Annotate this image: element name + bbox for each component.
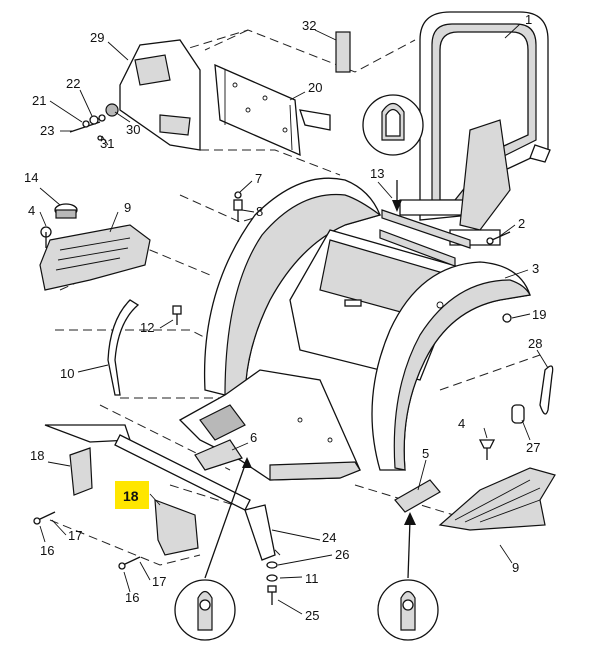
- callout-17-right: 17: [152, 574, 166, 589]
- seat-bracket: [379, 180, 471, 267]
- fastener-4-right: [478, 439, 496, 460]
- callout-18-left: 18: [30, 448, 44, 463]
- callout-3: 3: [532, 261, 539, 276]
- highlight-box: [115, 481, 149, 509]
- pin-28-27: [511, 365, 554, 424]
- callout-11: 11: [305, 571, 319, 586]
- callout-7: 7: [255, 171, 262, 186]
- callout-16-left: 16: [40, 543, 54, 558]
- callout-31: 31: [100, 136, 114, 151]
- floor-mat-right: [438, 467, 556, 531]
- callout-32: 32: [302, 18, 316, 33]
- callout-20: 20: [308, 80, 322, 95]
- callout-23: 23: [40, 123, 54, 138]
- lower-brackets: [33, 424, 251, 570]
- callout-13: 13: [370, 166, 384, 181]
- callout-25: 25: [305, 608, 319, 623]
- callout-29: 29: [90, 30, 104, 45]
- callout-4-right: 4: [458, 416, 465, 431]
- leader-lines: [39, 23, 549, 615]
- mounting-plate: [214, 63, 331, 157]
- callout-12: 12: [140, 320, 154, 335]
- highlighted-callout: 18: [115, 481, 149, 509]
- callout-24: 24: [322, 530, 336, 545]
- callout-6: 6: [250, 430, 257, 445]
- callout-4-left: 4: [28, 203, 35, 218]
- bolt-7-8: [233, 191, 243, 222]
- fender-trim: [107, 299, 140, 396]
- detail-circle-left: [174, 457, 252, 641]
- callout-5: 5: [422, 446, 429, 461]
- nut-19: [502, 313, 512, 323]
- callout-27: 27: [526, 440, 540, 455]
- callout-26: 26: [335, 547, 349, 562]
- callout-19: 19: [532, 307, 546, 322]
- label-strip: [335, 31, 351, 73]
- callout-1: 1: [525, 12, 532, 27]
- hardware-cluster: [69, 103, 119, 141]
- callout-9-left: 9: [124, 200, 131, 215]
- callout-28: 28: [528, 336, 542, 351]
- callout-16-right: 16: [125, 590, 139, 605]
- callout-2: 2: [518, 216, 525, 231]
- foot-pads: [194, 439, 441, 513]
- callout-9-right: 9: [512, 560, 519, 575]
- rops-hoop: [399, 11, 551, 246]
- floor-mat-left: [39, 203, 151, 291]
- callout-22: 22: [66, 76, 80, 91]
- callout-21: 21: [32, 93, 46, 108]
- bolt-2: [486, 231, 511, 245]
- fender-assembly: [178, 177, 531, 481]
- callout-10: 10: [60, 366, 74, 381]
- callout-18-highlighted: 18: [123, 488, 139, 504]
- lower-hardware: [244, 504, 278, 605]
- callout-17-left: 17: [68, 528, 82, 543]
- detail-circle-right: [377, 512, 439, 641]
- callout-30: 30: [126, 122, 140, 137]
- detail-circle-top: [362, 94, 424, 156]
- bolt-12: [172, 305, 182, 325]
- callout-14: 14: [24, 170, 38, 185]
- callout-labels: 1 2 3 4 4 5 6 7 8 9 9 10 11 12 13 14 16 …: [24, 12, 546, 623]
- side-cover: [119, 39, 201, 151]
- callout-8: 8: [256, 204, 263, 219]
